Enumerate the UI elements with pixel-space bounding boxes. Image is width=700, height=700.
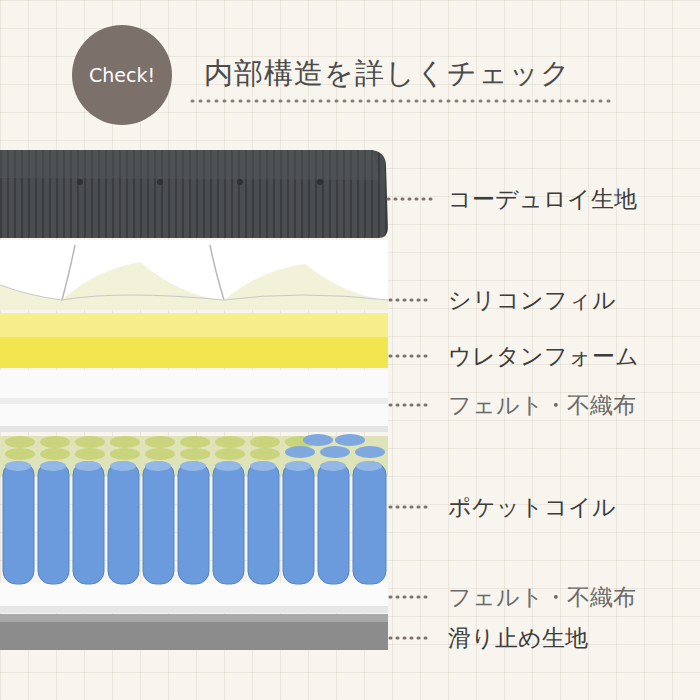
anti-slip-layer [0, 614, 388, 650]
layer-label: フェルト・不織布 [448, 390, 636, 421]
badge-text: Check! [89, 64, 155, 86]
pocket-coil-layer [0, 434, 388, 584]
layer-label: フェルト・不織布 [448, 582, 636, 613]
felt-layer [0, 370, 388, 432]
layer-label: 滑り止め生地 [448, 623, 588, 654]
corduroy-layer [0, 150, 388, 238]
urethane-layer [0, 313, 388, 368]
title-underline [192, 100, 616, 103]
layer-label: シリコンフィル [448, 285, 616, 316]
bottom-felt-layer [0, 583, 388, 613]
diagram-title: 内部構造を詳しくチェック [204, 54, 571, 94]
check-badge: Check! [72, 25, 172, 125]
silicone-fill-layer [0, 240, 388, 310]
layer-label: ウレタンフォーム [448, 341, 639, 372]
layer-label: ポケットコイル [448, 492, 616, 523]
layer-label: コーデュロイ生地 [448, 184, 637, 215]
leader-lines [388, 199, 432, 638]
